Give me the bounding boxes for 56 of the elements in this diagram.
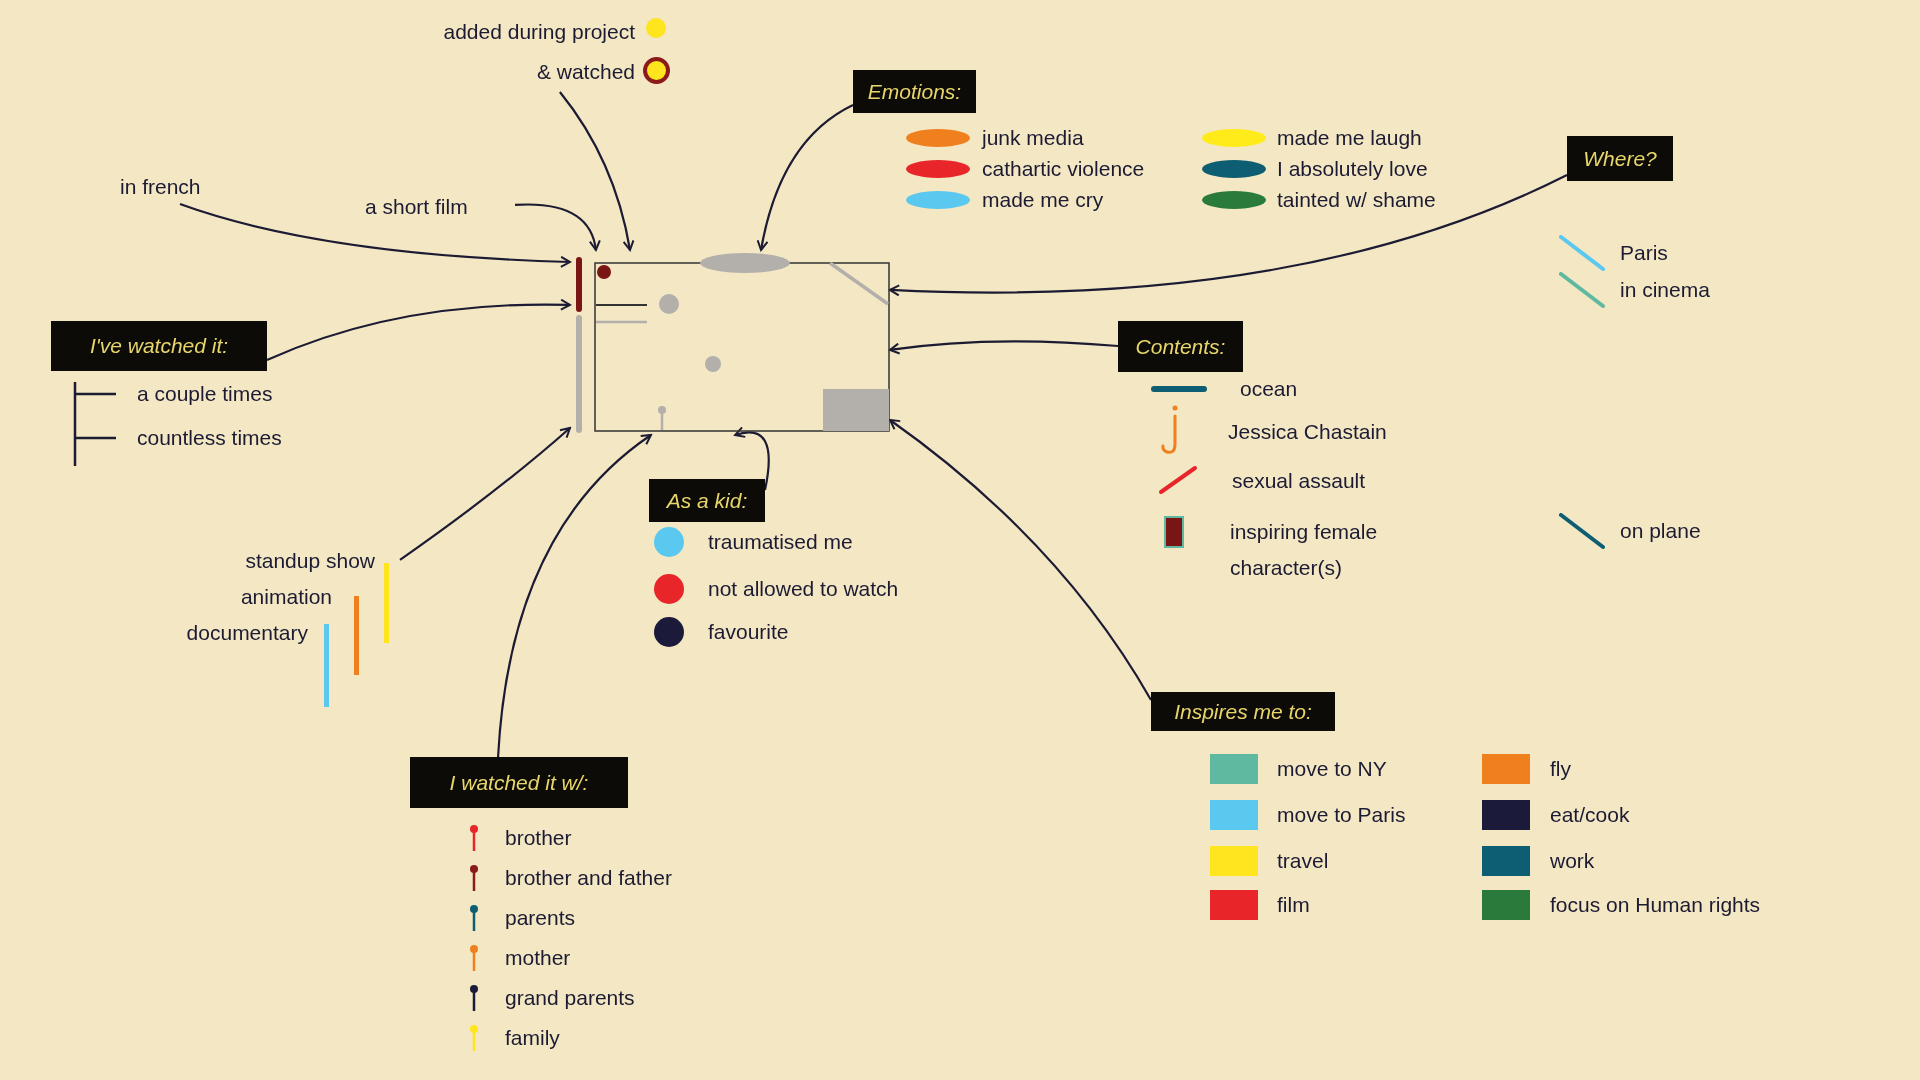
- annotation-text: in french: [120, 170, 240, 204]
- annotation-text: added during project: [443, 19, 635, 45]
- category-heading: Inspires me to:: [1151, 692, 1335, 731]
- arrow: [756, 104, 854, 251]
- legend-label: on plane: [1620, 518, 1701, 544]
- legend-label: a couple times: [137, 381, 273, 407]
- legend-label: inspiring female character(s): [1230, 519, 1379, 581]
- legend-label: brother and father: [505, 865, 672, 891]
- arrow: [889, 419, 1152, 701]
- legend-label: tainted w/ shame: [1277, 187, 1436, 213]
- legend-label: brother: [505, 825, 572, 851]
- legend-label: made me cry: [982, 187, 1104, 213]
- annotation-text: documentary: [186, 620, 308, 646]
- annotation-text: & watched: [536, 59, 635, 85]
- legend-label: in cinema: [1620, 277, 1710, 303]
- category-heading: Emotions:: [853, 70, 976, 113]
- legend-label: made me laugh: [1277, 125, 1422, 151]
- arrow: [179, 202, 571, 268]
- annotation-text: standup show: [245, 548, 375, 574]
- legend-label: travel: [1277, 848, 1329, 874]
- category-heading: I watched it w/:: [410, 757, 628, 808]
- legend-label: I absolutely love: [1277, 156, 1428, 182]
- legend-label: countless times: [137, 425, 282, 451]
- legend-label: sexual assault: [1232, 468, 1366, 494]
- arrow: [514, 203, 601, 251]
- legend-label: family: [505, 1025, 560, 1051]
- legend-label: parents: [505, 905, 576, 931]
- category-heading: Where?: [1567, 136, 1673, 181]
- legend-label: eat/cook: [1550, 802, 1630, 828]
- arrow: [399, 426, 571, 561]
- arrow: [266, 298, 571, 361]
- legend-label: ocean: [1240, 376, 1298, 402]
- category-heading: As a kid:: [649, 479, 765, 522]
- legend-label: Paris: [1620, 240, 1668, 266]
- legend-label: junk media: [982, 125, 1084, 151]
- legend-label: work: [1550, 848, 1595, 874]
- legend-label: grand parents: [505, 985, 635, 1011]
- annotation-text: a short film: [365, 190, 515, 224]
- arrow: [559, 91, 635, 251]
- legend-label: cathartic violence: [982, 156, 1145, 182]
- annotation-text: animation: [240, 584, 332, 610]
- legend-label: traumatised me: [708, 529, 853, 555]
- legend-label: favourite: [708, 619, 789, 645]
- arrow: [496, 434, 652, 758]
- legend-label: move to NY: [1277, 756, 1387, 782]
- legend-label: fly: [1550, 756, 1571, 782]
- category-heading: I've watched it:: [51, 321, 267, 371]
- legend-label: not allowed to watch: [708, 576, 899, 602]
- legend-label: film: [1277, 892, 1310, 918]
- arrow: [889, 340, 1119, 355]
- legend-label: move to Paris: [1277, 802, 1406, 828]
- legend-label: Jessica Chastain: [1228, 419, 1387, 445]
- category-heading: Contents:: [1118, 321, 1243, 372]
- arrow: [889, 174, 1568, 297]
- legend-label: mother: [505, 945, 571, 971]
- legend-label: focus on Human rights: [1550, 892, 1761, 918]
